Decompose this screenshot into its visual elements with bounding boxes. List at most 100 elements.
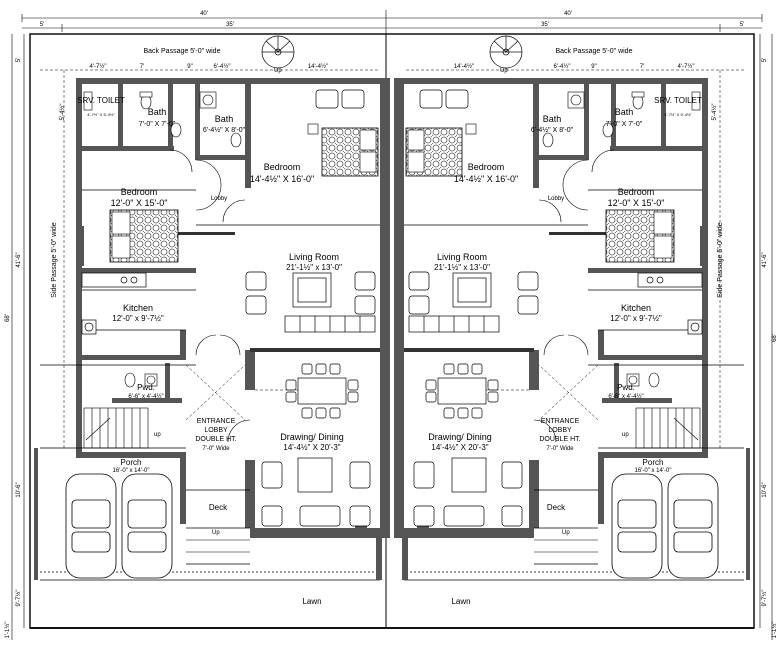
room-name: Drawing/ Dining [428,432,492,442]
room-size: 4'-7½" X 5'-4½" [87,112,115,117]
room-name: Bedroom [618,187,655,197]
dim-right-bottom: 9'-7½" [761,590,768,607]
room-size: 6'-6" x 4'-4½" [128,393,163,400]
room-size: 14'-4½" X 20'-3" [431,443,488,452]
room-size: 16'-0" x 14'-0" [113,468,150,474]
dining-furniture-left [261,363,371,527]
dim-sub-left-a: 5' [40,22,44,28]
dim-inner-4: 6'-4½" [214,63,231,70]
room-size: 12'-0" x 9'-7½" [610,314,662,323]
dim-right-full: 68' [772,334,778,342]
back-passage-right: Back Passage 5'-0" wide [556,48,633,55]
room-size: 4'-7½" X 5'-4½" [664,112,692,117]
room-name: Bath [615,107,634,117]
room-name: ENTRANCE [197,418,236,425]
unit-left [34,35,390,581]
room-name: SRV. TOILET [77,96,125,105]
stair-up-left: up [154,432,161,438]
dim-left-mid: 41'-6" [16,252,22,267]
room-name: Bedroom [264,162,301,172]
room-name: Bedroom [121,187,158,197]
dim-overall-left: 40' [200,11,208,17]
room-name: Deck [547,503,566,512]
cars-left [65,473,173,579]
dim-inner-1r: 4'-7½" [678,63,695,70]
dim-left-full: 68' [5,314,11,322]
room-name: Pwd. [617,383,635,392]
room-name: Kitchen [123,303,153,313]
unit-right [394,35,750,581]
dim-inner-5r: 14'-4½" [454,63,474,70]
dim-left-bottom: 9'-7½" [15,590,22,607]
room-size: 7'-0" Wide [546,446,574,452]
room-name: Living Room [289,252,339,262]
living-furniture-left [245,271,376,333]
room-name: Lobby [548,196,564,202]
room-name: Bath [543,114,562,124]
dim-inner-1: 4'-7½" [90,63,107,70]
room-name: Bedroom [468,162,505,172]
room-size: 12'-0" x 9'-7½" [112,314,164,323]
spiral-up-left: Up [274,68,282,74]
dim-inner-2: 7' [140,64,144,70]
room-name: Deck [209,503,228,512]
room-name: LOBBY [204,427,228,434]
room-size: 6'-6" x 4'-4½" [608,393,643,400]
dim-sub-right-a: 35' [541,22,549,28]
dim-overall-right: 40' [564,11,572,17]
room-size: 21'-1½" x 13'-0" [286,263,342,272]
dim-right-top: 5' [762,58,768,62]
dim-inner-5: 14'-4½" [308,63,328,70]
room-name: Porch [643,458,664,467]
room-size: 7'-0" Wide [202,446,230,452]
dim-right-mid: 41'-6" [762,252,768,267]
dim-inner-3: 9" [187,64,192,70]
room-size: 12'-0" X 15'-0" [111,198,168,208]
room-name: SRV. TOILET [654,96,702,105]
dim-inner-6r: 5'-4½" [711,104,718,121]
side-passage-left: Side Passage 5'-0" wide [51,222,58,298]
dim-left-foot: 1'-1½" [4,622,11,639]
staircase-left [83,407,149,449]
room-size: 14'-4½" X 16'-0" [454,174,518,184]
room-name: Porch [121,458,142,467]
dim-sub-right-b: 5' [740,22,744,28]
dim-left-top: 5' [16,58,22,62]
back-passage-left: Back Passage 5'-0" wide [144,48,221,55]
dim-right-foot: 1'-1½" [771,622,778,639]
overall-dimensions [11,10,773,640]
room-name: LOBBY [548,427,572,434]
room-name: DOUBLE HT. [195,436,236,443]
room-name: Kitchen [621,303,651,313]
dim-sub-left-b: 35' [226,22,234,28]
room-name: Drawing/ Dining [280,432,344,442]
deck-up-right: Up [562,530,570,536]
room-size: 14'-4½" X 20'-3" [283,443,340,452]
room-name: Living Room [437,252,487,262]
room-name: Lawn [302,597,321,606]
room-name: DOUBLE HT. [539,436,580,443]
room-size: 12'-0" X 15'-0" [608,198,665,208]
bed-small-left [109,209,179,263]
bed-master-left [307,123,379,177]
dim-inner-2r: 7' [640,64,644,70]
dim-right-low: 10'-6" [762,482,768,497]
dim-inner-4r: 6'-4½" [554,63,571,70]
room-name: Bath [215,114,234,124]
room-size: 6'-4½" X 8'-0" [203,126,246,134]
dim-inner-3r: 9" [591,64,596,70]
dim-left-low: 10'-6" [16,482,22,497]
deck-up-left: Up [212,530,220,536]
room-size: 14'-4½" X 16'-0" [250,174,314,184]
room-size: 7'-0" X 7'-0" [139,121,176,128]
room-name: Bath [148,107,167,117]
side-passage-right: Side Passage 5'-0" wide [717,222,724,298]
room-name: Lawn [451,597,470,606]
room-size: 16'-0" x 14'-0" [635,468,672,474]
room-name: Lobby [211,196,227,202]
room-name: Pwd. [137,383,155,392]
stair-up-right: up [622,432,629,438]
dim-inner-6: 5'-4½" [59,104,66,121]
